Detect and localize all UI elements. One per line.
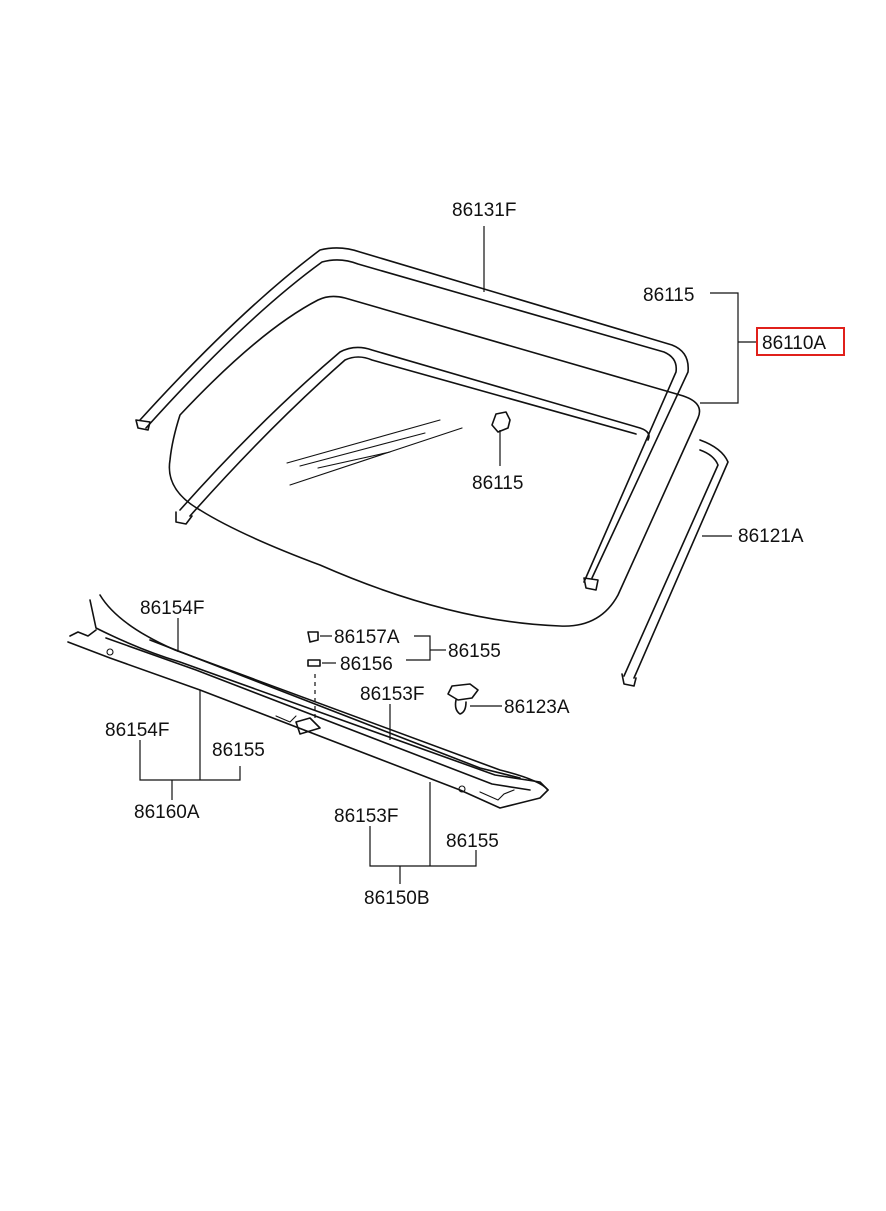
leader-lines	[483, 226, 756, 404]
windshield-glass	[168, 295, 701, 627]
label-moulding-top[interactable]: 86131F	[452, 200, 516, 221]
label-dam-upper[interactable]: 86115	[643, 285, 694, 306]
screw-and-nut	[307, 631, 446, 718]
label-left-kit-panel[interactable]: 86154F	[105, 720, 169, 741]
dam-clip	[491, 411, 511, 466]
windshield-moulding-side	[621, 439, 732, 687]
label-dam-clip[interactable]: 86115	[472, 473, 523, 494]
highlight-box	[756, 327, 845, 356]
label-cowl-right-panel[interactable]: 86153F	[360, 684, 424, 705]
label-moulding-side[interactable]: 86121A	[738, 526, 804, 547]
label-right-kit-fastener[interactable]: 86155	[446, 831, 499, 852]
label-right-kit-assembly[interactable]: 86150B	[364, 888, 430, 909]
windshield-moulding-top	[135, 247, 689, 591]
retainer-clip	[447, 683, 502, 715]
label-assembly[interactable]: 86110A	[762, 333, 826, 354]
dam-rubber-upper	[175, 346, 650, 525]
label-nut[interactable]: 86156	[340, 654, 393, 675]
label-screw[interactable]: 86157A	[334, 627, 400, 648]
label-fastener-group[interactable]: 86155	[448, 641, 501, 662]
label-cowl-left-panel[interactable]: 86154F	[140, 598, 204, 619]
cowl-leader-lines	[139, 618, 477, 884]
cowl-top-cover	[67, 594, 549, 809]
label-left-kit-fastener[interactable]: 86155	[212, 740, 265, 761]
label-retainer-clip[interactable]: 86123A	[504, 697, 570, 718]
glass-reflection	[286, 419, 463, 486]
label-left-kit-assembly[interactable]: 86160A	[134, 802, 200, 823]
label-right-kit-panel[interactable]: 86153F	[334, 806, 398, 827]
